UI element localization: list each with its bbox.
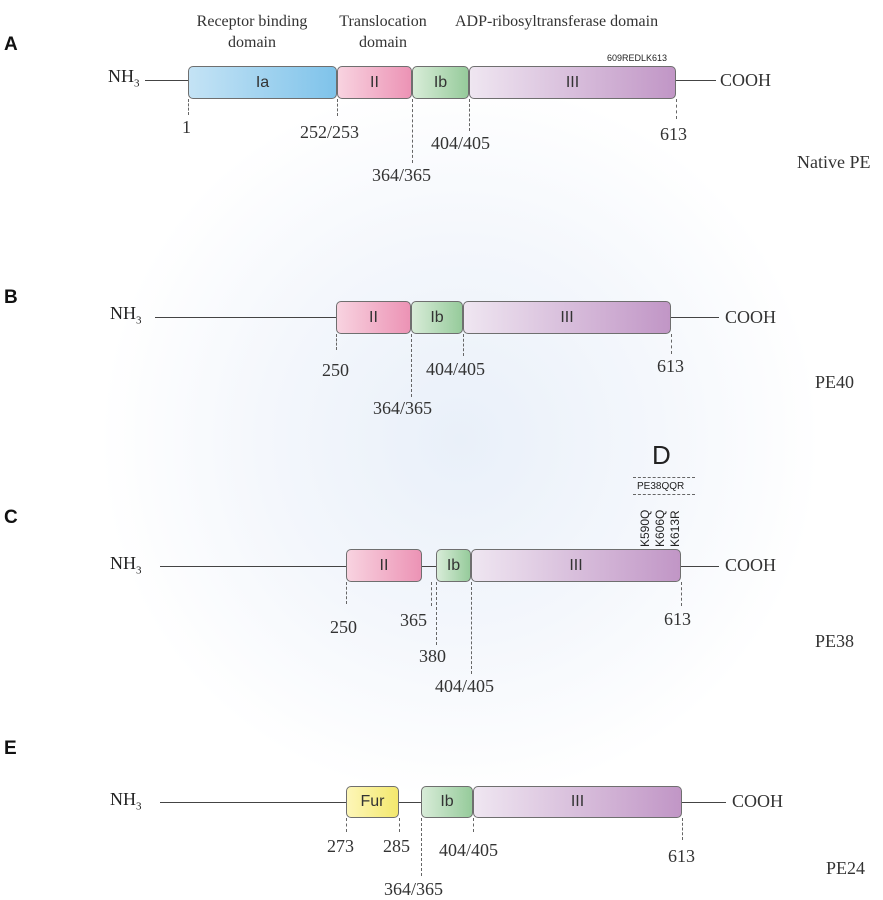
panel-letter-a: A <box>4 34 18 55</box>
nh3-label: NH <box>108 66 134 86</box>
translocation-header: Translocation domain <box>339 13 427 51</box>
domain-ib-box: Ib <box>411 301 463 334</box>
nh3-connector <box>160 802 346 803</box>
position-404-405: 404/405 <box>439 840 499 860</box>
tick-285 <box>399 818 400 832</box>
tick-365 <box>431 582 432 606</box>
tick-1 <box>188 99 189 115</box>
tick-613 <box>682 818 683 840</box>
nh3-label: NH <box>110 303 136 323</box>
nh3-terminus: NH3 <box>108 66 140 90</box>
tick-404 <box>471 582 472 674</box>
position-613: 613 <box>668 846 695 866</box>
tick-364 <box>421 818 422 876</box>
position-364-365: 364/365 <box>373 398 433 418</box>
nh3-subscript: 3 <box>136 564 142 577</box>
tick-404 <box>469 99 470 131</box>
domain-ii-box: II <box>346 549 422 582</box>
tick-613 <box>681 582 682 606</box>
position-404-405: 404/405 <box>435 676 495 696</box>
domain-ia-box: Ia <box>188 66 337 99</box>
domain-iii-box: III <box>469 66 676 99</box>
nh3-connector <box>145 80 188 81</box>
construct-name-pe40: PE40 <box>815 372 855 392</box>
linker-line <box>399 802 421 803</box>
receptor-binding-header: Receptor binding domain <box>196 13 308 51</box>
position-1: 1 <box>182 117 191 137</box>
tick-380 <box>436 582 437 645</box>
mutation-k606q: K606Q <box>653 509 667 547</box>
nh3-terminus: NH3 <box>110 303 142 327</box>
position-285: 285 <box>383 836 410 856</box>
tick-273 <box>346 818 347 832</box>
domain-iii-box: III <box>463 301 671 334</box>
nh3-subscript: 3 <box>136 800 142 813</box>
position-613: 613 <box>664 609 691 629</box>
tick-613 <box>671 334 672 354</box>
tick-613 <box>676 99 677 119</box>
tick-364 <box>411 334 412 397</box>
position-252-253: 252/253 <box>300 122 360 142</box>
cooh-connector <box>682 802 726 803</box>
domain-ii-box: II <box>336 301 411 334</box>
domain-iii-box: III <box>471 549 681 582</box>
position-273: 273 <box>327 836 354 856</box>
nh3-terminus: NH3 <box>110 789 142 813</box>
variant-label-box <box>633 477 695 495</box>
construct-name-native-pe: Native PE <box>797 152 871 172</box>
position-364-365: 364/365 <box>372 165 432 185</box>
tick-364 <box>412 99 413 163</box>
variant-label: PE38QQR <box>637 481 685 492</box>
domain-ib-box: Ib <box>412 66 469 99</box>
position-365: 365 <box>400 610 427 630</box>
cooh-connector <box>671 317 719 318</box>
tick-250 <box>336 334 337 350</box>
nh3-label: NH <box>110 553 136 573</box>
tick-404 <box>473 818 474 832</box>
nh3-subscript: 3 <box>134 77 140 90</box>
panel-letter-c: C <box>4 507 18 528</box>
adp-ribosyltransferase-header: ADP-ribosyltransferase domain <box>455 13 659 30</box>
linker-line <box>422 566 436 567</box>
position-364-365: 364/365 <box>384 879 444 899</box>
domain-fur-box: Fur <box>346 786 399 818</box>
panel-letter-d: D <box>652 440 671 470</box>
cooh-terminus: COOH <box>725 555 777 575</box>
nh3-terminus: NH3 <box>110 553 142 577</box>
panel-letter-b: B <box>4 287 18 308</box>
position-404-405: 404/405 <box>426 359 486 379</box>
mutation-k590q: K590Q <box>638 509 652 547</box>
tick-404 <box>463 334 464 356</box>
tick-250 <box>346 582 347 604</box>
nh3-subscript: 3 <box>136 314 142 327</box>
construct-name-pe24: PE24 <box>826 858 866 878</box>
nh3-connector <box>155 317 336 318</box>
panel-letter-e: E <box>4 738 17 759</box>
cooh-connector <box>676 80 716 81</box>
position-250: 250 <box>322 360 349 380</box>
position-404-405: 404/405 <box>431 133 491 153</box>
domain-ib-box: Ib <box>436 549 471 582</box>
construct-name-pe38: PE38 <box>815 631 855 651</box>
nh3-connector <box>160 566 346 567</box>
position-380: 380 <box>419 646 446 666</box>
cooh-terminus: COOH <box>720 70 772 90</box>
domain-iii-box: III <box>473 786 682 818</box>
position-613: 613 <box>657 356 684 376</box>
position-250: 250 <box>330 617 357 637</box>
redlk-motif-label: 609REDLK613 <box>607 53 668 63</box>
domain-ib-box: Ib <box>421 786 473 818</box>
position-613: 613 <box>660 124 687 144</box>
cooh-terminus: COOH <box>732 791 784 811</box>
tick-252 <box>337 99 338 116</box>
nh3-label: NH <box>110 789 136 809</box>
cooh-connector <box>681 566 719 567</box>
domain-ii-box: II <box>337 66 412 99</box>
mutation-k613r: K613R <box>668 510 682 547</box>
cooh-terminus: COOH <box>725 307 777 327</box>
